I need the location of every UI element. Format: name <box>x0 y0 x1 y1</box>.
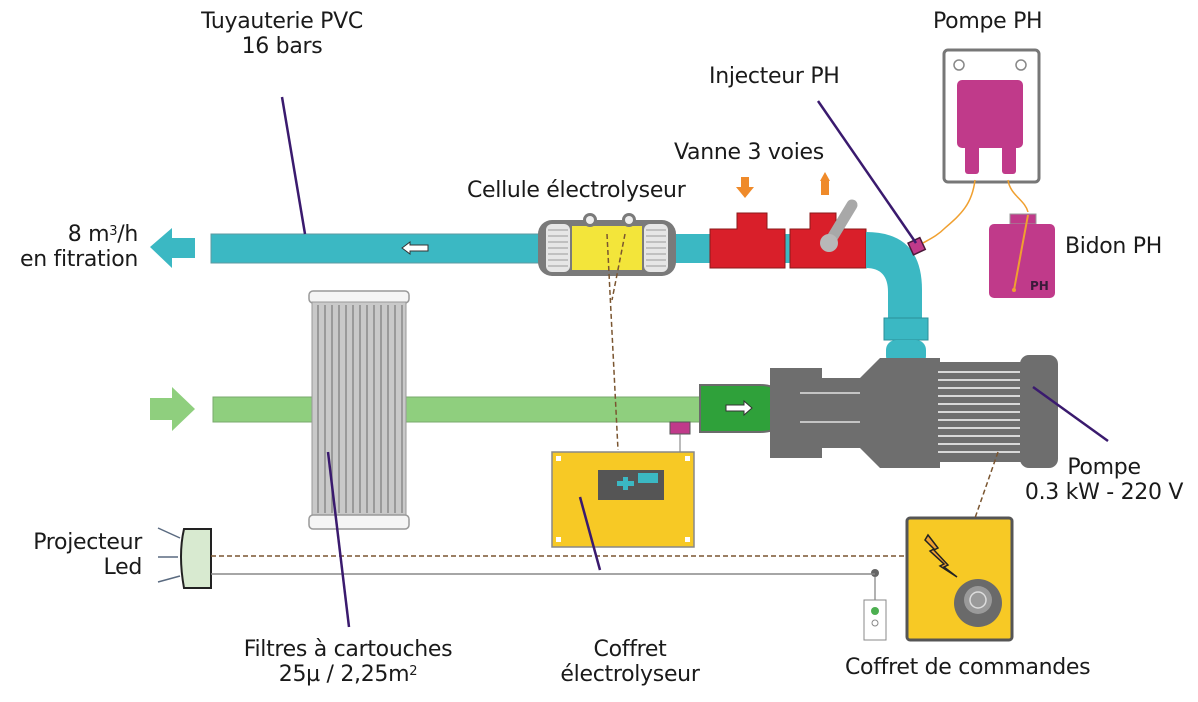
label-injector: Injecteur PH <box>709 64 840 89</box>
label-control-box: Coffret de commandes <box>845 655 1091 680</box>
label-ph-pump: Pompe PH <box>933 9 1043 34</box>
main-pump <box>770 355 1058 468</box>
label-filter: Filtres à cartouches 25µ / 2,25m2 <box>243 637 453 687</box>
leader-lines <box>280 96 1109 628</box>
inflow-arrow <box>150 387 195 431</box>
valve-arrow-up-icon <box>820 172 830 195</box>
ph-tank: PH <box>989 213 1055 298</box>
label-electro-box: Coffret électrolyseur <box>560 637 700 687</box>
electrolyser-control-box <box>551 421 695 548</box>
filter-cartridge <box>308 290 410 530</box>
lightning-icon <box>924 533 958 578</box>
label-pump: Pompe 0.3 kW - 220 V <box>1024 455 1184 505</box>
label-ph-tank: Bidon PH <box>1065 234 1162 259</box>
three-way-valve <box>709 172 867 269</box>
valve-arrow-down-icon <box>736 177 754 198</box>
wiring <box>211 233 999 575</box>
suction-pipe <box>150 384 787 433</box>
pipe-flow-arrow-right <box>725 399 753 417</box>
label-valve: Vanne 3 voies <box>674 140 824 165</box>
label-flow-out: 8 m3/h en fitration <box>19 222 138 272</box>
electrolyser-cell <box>538 213 676 276</box>
label-cell: Cellule électrolyseur <box>467 178 686 203</box>
outflow-arrow <box>150 228 195 268</box>
led-projector <box>157 527 212 589</box>
label-light: Projecteur Led <box>33 530 142 580</box>
return-pipe <box>150 228 795 268</box>
pipe-flow-arrow-left <box>401 241 429 255</box>
light-switch <box>863 569 887 641</box>
ph-tank-mark: PH <box>1030 279 1049 293</box>
label-pipe: Tuyauterie PVC 16 bars <box>201 9 363 59</box>
ph-pump <box>922 48 1041 244</box>
control-box <box>905 516 1014 642</box>
